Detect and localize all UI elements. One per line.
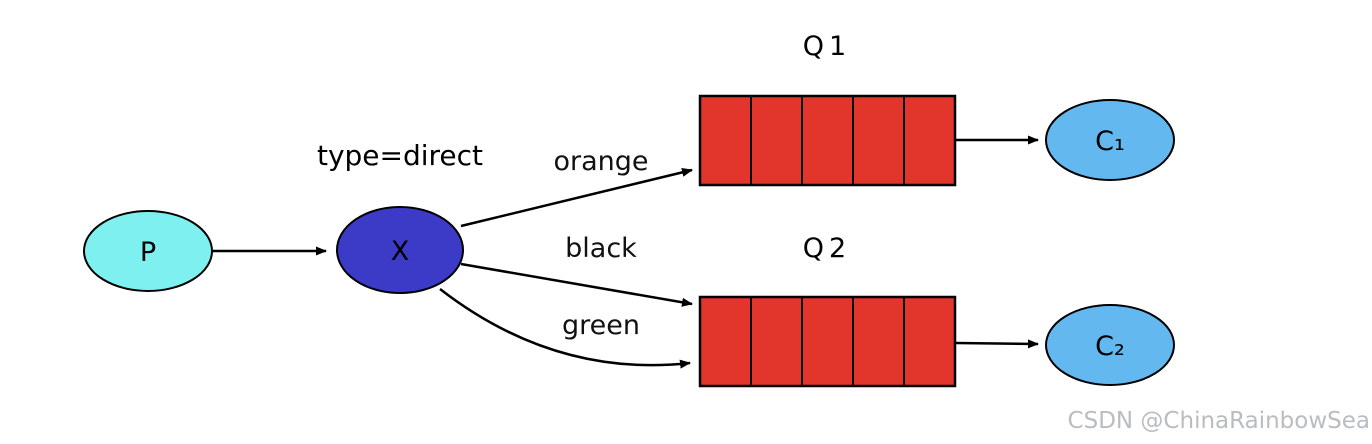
edge-binding-orange bbox=[460, 167, 693, 228]
queue-q2-title: Q2 bbox=[803, 233, 851, 264]
edge-binding-black bbox=[460, 262, 693, 307]
exchange-ellipse bbox=[336, 206, 464, 294]
exchange-label: X bbox=[391, 236, 410, 267]
binding-label-green: green bbox=[562, 310, 640, 341]
queue-q1: Q1 bbox=[698, 31, 957, 187]
consumer-1-node: C₁ bbox=[1045, 99, 1175, 181]
binding-label-orange: orange bbox=[553, 146, 648, 177]
producer-label: P bbox=[140, 237, 156, 268]
exchange-type-label: type=direct bbox=[317, 139, 483, 172]
edge-binding-green bbox=[439, 288, 691, 369]
consumer-2-label: C₂ bbox=[1095, 331, 1125, 362]
consumer-1-ellipse bbox=[1045, 99, 1175, 181]
exchange-node: X type=direct bbox=[317, 139, 483, 294]
consumer-2-node: C₂ bbox=[1045, 304, 1175, 386]
consumer-2-ellipse bbox=[1045, 304, 1175, 386]
watermark-text: CSDN @ChinaRainbowSea bbox=[1068, 408, 1370, 434]
binding-label-black: black bbox=[565, 233, 637, 264]
edge-q2-to-consumer2 bbox=[955, 339, 1039, 349]
producer-node: P bbox=[83, 210, 213, 292]
queue-q2: Q2 bbox=[698, 233, 957, 388]
queue-q1-title: Q1 bbox=[803, 31, 851, 62]
producer-ellipse bbox=[83, 210, 213, 292]
queue-q2-body bbox=[698, 295, 957, 388]
consumer-1-label: C₁ bbox=[1095, 126, 1125, 157]
queue-q1-body bbox=[698, 94, 957, 187]
